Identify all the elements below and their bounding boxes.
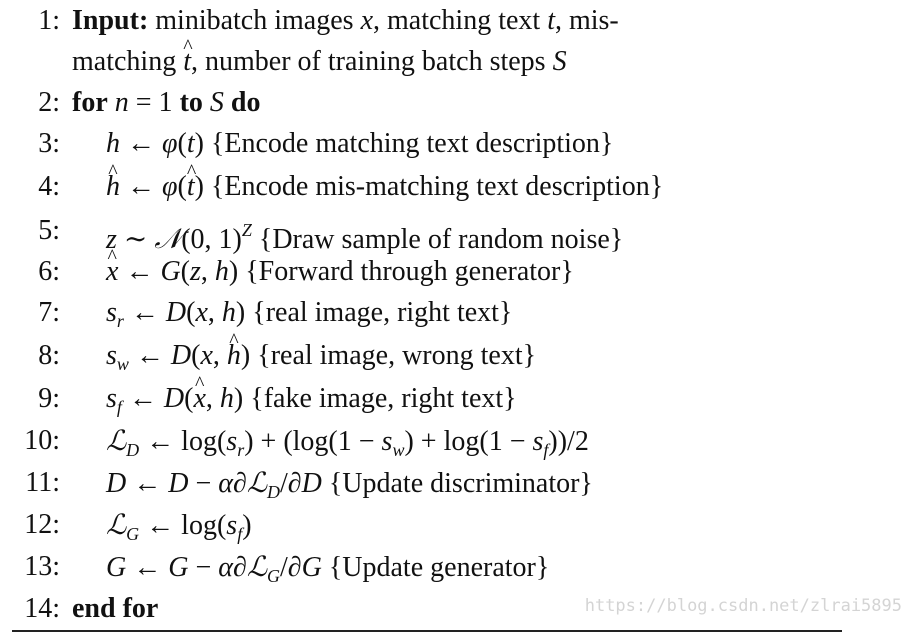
line-number: 8: xyxy=(38,340,60,371)
comment: {Encode matching text description} xyxy=(210,128,614,159)
comment: {Update generator} xyxy=(328,552,550,583)
line-number: 2: xyxy=(38,87,60,118)
input-keyword: Input: xyxy=(72,5,149,36)
line-number: 7: xyxy=(38,297,60,328)
line-number: 13: xyxy=(24,551,60,582)
comment: {real image, right text} xyxy=(252,297,513,328)
line-number: 10: xyxy=(24,425,60,456)
line-number: 14: xyxy=(24,593,60,624)
line-number: 1: xyxy=(38,5,60,36)
line-number: 9: xyxy=(38,383,60,414)
line-number: 11: xyxy=(25,467,60,498)
comment: {Forward through generator} xyxy=(245,256,574,287)
watermark: https://blog.csdn.net/zlrai5895 xyxy=(584,596,902,616)
comment: {Update discriminator} xyxy=(328,468,593,499)
bottom-rule xyxy=(12,630,842,632)
end-for-keyword: end for xyxy=(72,593,159,624)
line-number: 3: xyxy=(38,128,60,159)
line-number: 5: xyxy=(38,215,60,246)
comment: {Draw sample of random noise} xyxy=(258,224,624,255)
line-number: 6: xyxy=(38,256,60,287)
line-number: 12: xyxy=(24,509,60,540)
line-number: 4: xyxy=(38,171,60,202)
comment: {Encode mis-matching text description} xyxy=(210,171,664,202)
comment: {fake image, right text} xyxy=(250,383,517,414)
comment: {real image, wrong text} xyxy=(257,340,537,371)
